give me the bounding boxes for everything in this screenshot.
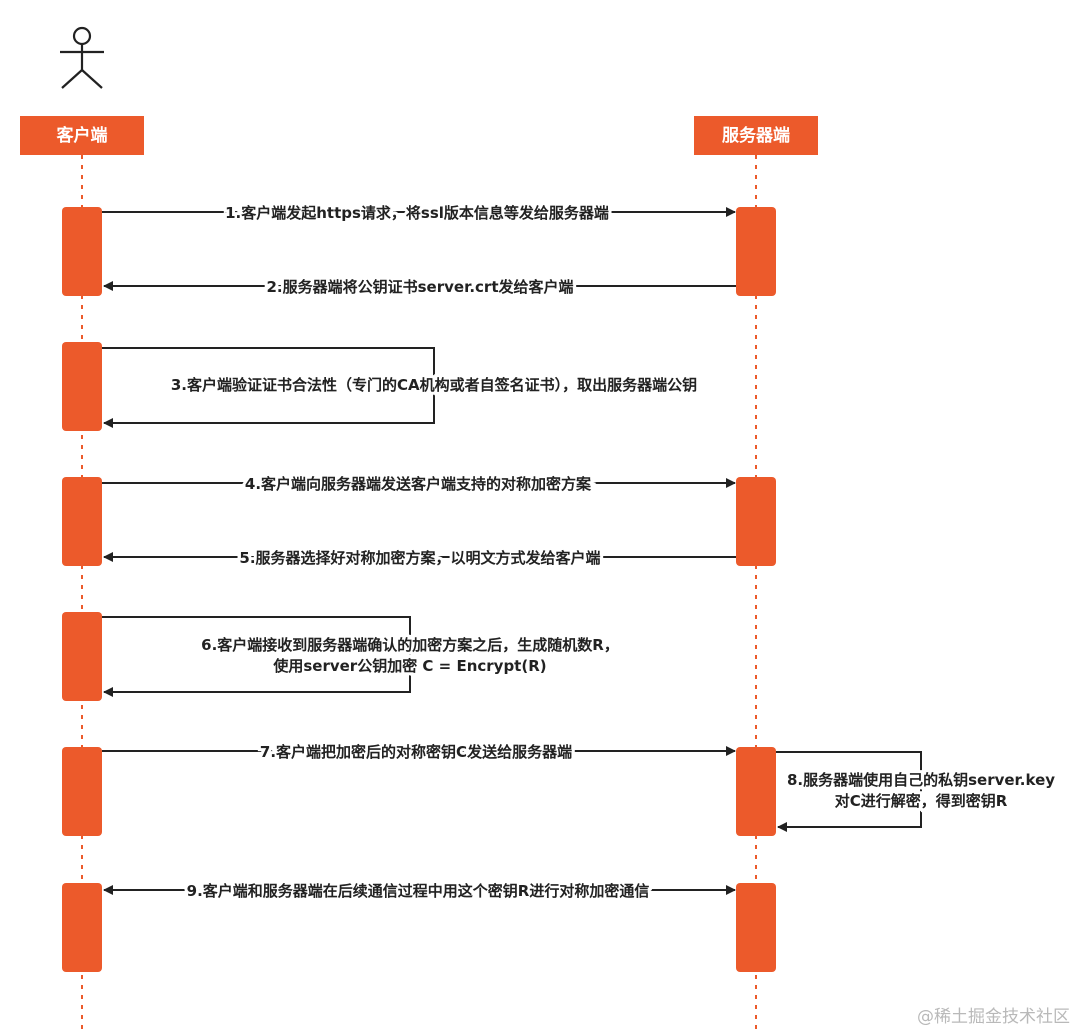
client-activation-2 xyxy=(62,342,102,431)
message-8-label-line-1: 8.服务器端使用自己的私钥server.key xyxy=(787,771,1055,789)
watermark: @稀土掘金技术社区 xyxy=(917,1007,1070,1027)
message-9-label: 9.客户端和服务器端在后续通信过程中用这个密钥R进行对称加密通信 xyxy=(187,882,650,900)
client-header: 客户端 xyxy=(20,116,144,155)
server-activation-2 xyxy=(736,477,776,566)
server-activation-1 xyxy=(736,207,776,296)
client-activation-3 xyxy=(62,477,102,566)
message-2-label: 2.服务器端将公钥证书server.crt发给客户端 xyxy=(266,278,573,296)
server-activation-3 xyxy=(736,747,776,836)
client-header-label: 客户端 xyxy=(56,125,108,146)
message-3-arrow xyxy=(102,347,435,428)
message-4-label: 4.客户端向服务器端发送客户端支持的对称加密方案 xyxy=(245,475,592,493)
server-header: 服务器端 xyxy=(694,116,818,155)
client-activation-6 xyxy=(62,883,102,972)
client-activation-4 xyxy=(62,612,102,701)
message-6-label-line-2: 使用server公钥加密 C = Encrypt(R) xyxy=(272,657,546,675)
client-activation-5 xyxy=(62,747,102,836)
server-activation-4 xyxy=(736,883,776,972)
message-7-label: 7.客户端把加密后的对称密钥C发送给服务器端 xyxy=(260,743,572,761)
stick-figure-icon xyxy=(60,26,104,89)
message-1-label: 1.客户端发起https请求，将ssl版本信息等发给服务器端 xyxy=(225,204,609,222)
message-8-label-line-2: 对C进行解密，得到密钥R xyxy=(835,792,1008,810)
message-6-label-line-1: 6.客户端接收到服务器端确认的加密方案之后，生成随机数R， xyxy=(201,636,619,654)
message-8-arrow xyxy=(776,751,922,832)
message-5-label: 5.服务器选择好对称加密方案，以明文方式发给客户端 xyxy=(239,549,600,567)
message-6-arrow xyxy=(102,616,411,697)
message-3-label: 3.客户端验证证书合法性（专门的CA机构或者自签名证书），取出服务器端公钥 xyxy=(171,376,697,394)
client-activation-1 xyxy=(62,207,102,296)
server-header-label: 服务器端 xyxy=(722,125,790,146)
